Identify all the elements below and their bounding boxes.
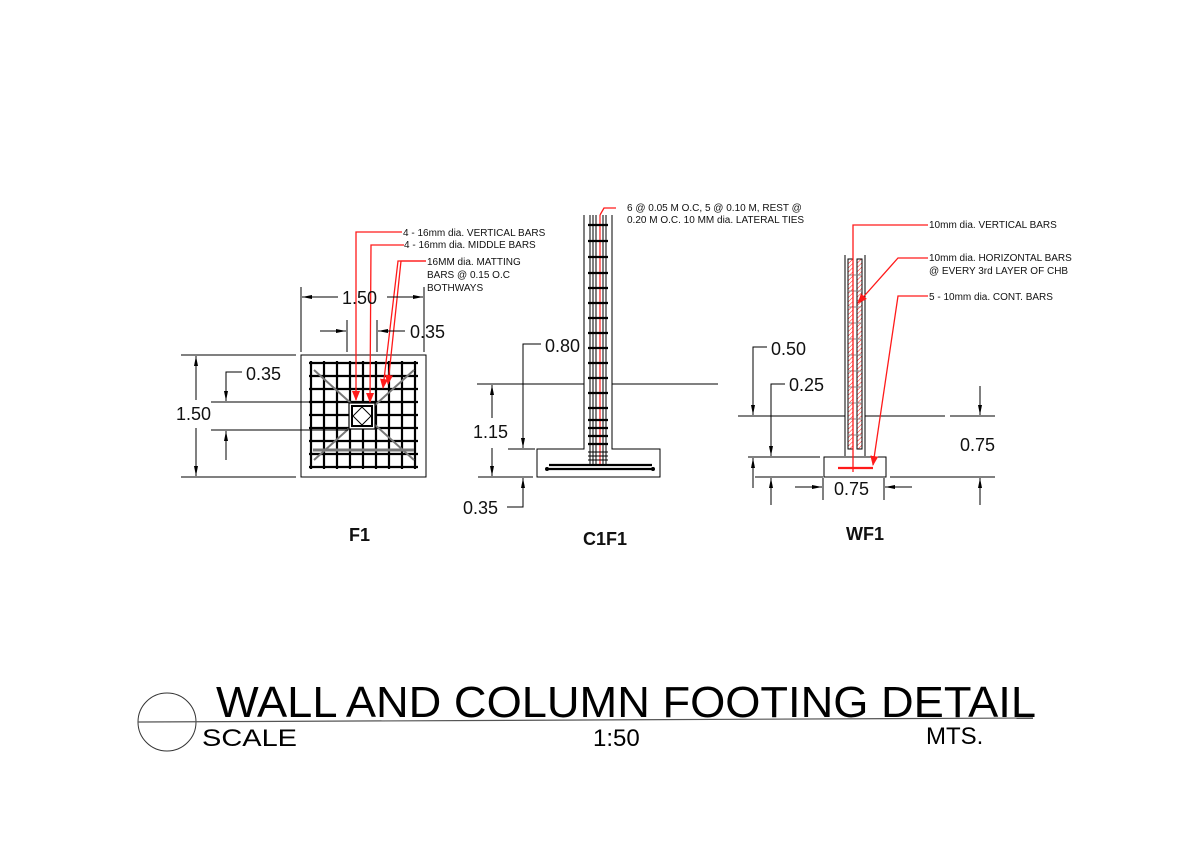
- c1f1-leader: [599, 207, 616, 216]
- f1-dim-width: 1.50: [342, 288, 377, 308]
- scale-value: 1:50: [593, 725, 640, 752]
- wf1-note-horizontal-bars-2: @ EVERY 3rd LAYER OF CHB: [929, 266, 1068, 277]
- detail-wf1: 10mm dia. VERTICAL BARS 10mm dia. HORIZO…: [738, 220, 1072, 544]
- title-block: WALL AND COLUMN FOOTING DETAIL SCALE 1:5…: [137, 678, 1036, 752]
- f1-note-vertical-bars: 4 - 16mm dia. VERTICAL BARS: [403, 228, 546, 239]
- c1f1-label: C1F1: [583, 529, 627, 549]
- drawing-title: WALL AND COLUMN FOOTING DETAIL: [216, 678, 1036, 727]
- f1-note-matting-2: BARS @ 0.15 O.C: [427, 270, 510, 281]
- c1f1-note-ties-2: 0.20 M O.C. 10 MM dia. LATERAL TIES: [627, 215, 804, 226]
- f1-note-middle-bars: 4 - 16mm dia. MIDDLE BARS: [404, 240, 536, 251]
- c1f1-outline: [536, 215, 661, 478]
- c1f1-note-ties-1: 6 @ 0.05 M O.C, 5 @ 0.10 M, REST @: [627, 203, 802, 214]
- f1-label: F1: [349, 525, 370, 545]
- f1-note-matting-1: 16MM dia. MATTING: [427, 257, 521, 268]
- c1f1-dim-embed: 0.80: [545, 336, 580, 356]
- f1-dim-height: 1.50: [176, 404, 211, 424]
- f1-dim-column-height: 0.35: [246, 364, 281, 384]
- wf1-dim-thickness: 0.25: [789, 375, 824, 395]
- wf1-label: WF1: [846, 524, 884, 544]
- units-label: MTS.: [926, 723, 983, 750]
- f1-footing-outline: [300, 354, 427, 478]
- wf1-note-vertical-bars: 10mm dia. VERTICAL BARS: [929, 220, 1057, 231]
- wf1-note-horizontal-bars-1: 10mm dia. HORIZONTAL BARS: [929, 253, 1072, 264]
- f1-dim-column-width: 0.35: [410, 322, 445, 342]
- scale-label: SCALE: [202, 725, 297, 752]
- wf1-dim-width: 0.75: [834, 479, 869, 499]
- c1f1-dim-depth: 1.15: [473, 422, 508, 442]
- wf1-dim-total-depth: 0.75: [960, 435, 995, 455]
- detail-c1f1: 6 @ 0.05 M O.C, 5 @ 0.10 M, REST @ 0.20 …: [463, 203, 804, 549]
- wf1-leaders: [838, 224, 928, 472]
- wf1-chb-wall: [847, 258, 863, 450]
- c1f1-dim-thickness: 0.35: [463, 498, 498, 518]
- f1-leaders: [352, 231, 426, 403]
- detail-f1: 4 - 16mm dia. VERTICAL BARS 4 - 16mm dia…: [176, 228, 546, 545]
- wf1-note-cont-bars: 5 - 10mm dia. CONT. BARS: [929, 292, 1053, 303]
- f1-note-matting-3: BOTHWAYS: [427, 283, 483, 294]
- c1f1-column-bars: [588, 215, 608, 466]
- wf1-footing: [823, 456, 887, 478]
- wf1-dim-depth-top: 0.50: [771, 339, 806, 359]
